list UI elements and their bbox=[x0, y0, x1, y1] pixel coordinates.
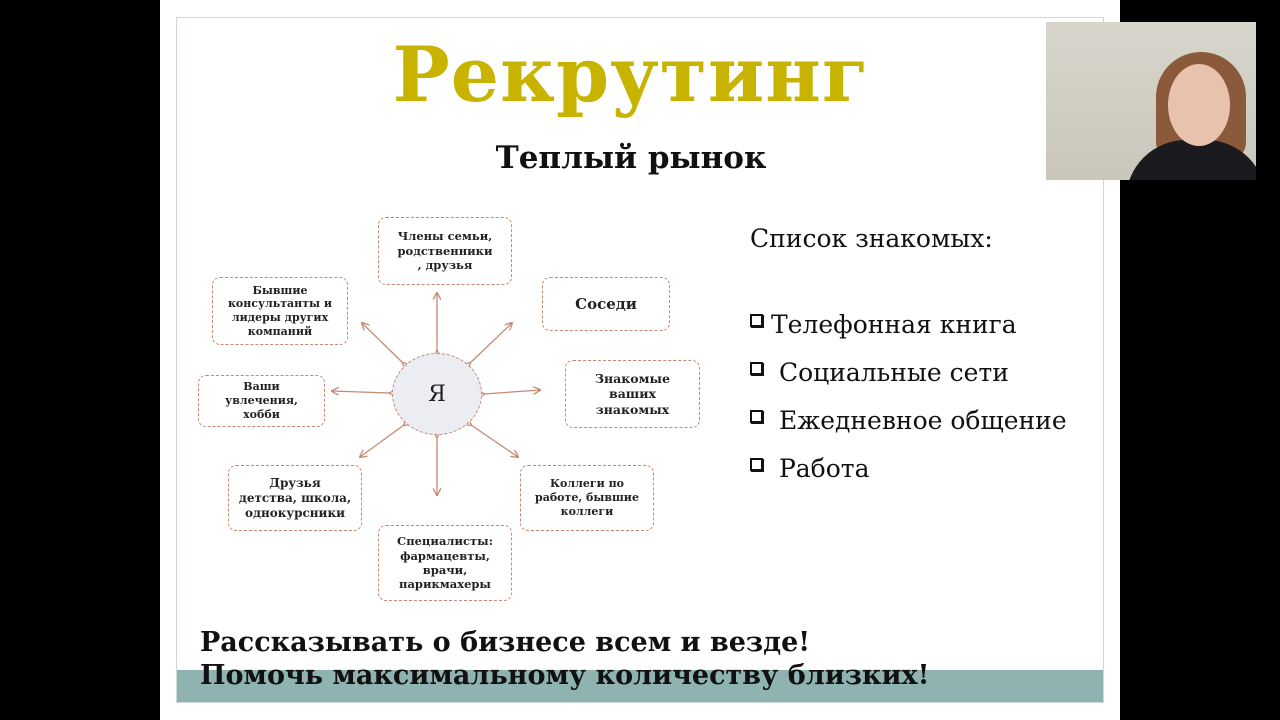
webcam-person-face bbox=[1168, 64, 1230, 146]
node-specialists: Специалисты: фармацевты, врачи, парикмах… bbox=[378, 525, 512, 601]
list-item: Ежедневное общение bbox=[750, 396, 1067, 444]
list-item-label: Ежедневное общение bbox=[771, 406, 1067, 435]
list-item: Телефонная книга bbox=[750, 300, 1067, 348]
slide-subtitle: Теплый рынок bbox=[176, 140, 1086, 176]
list-item: Работа bbox=[750, 444, 1067, 492]
bottom-line-2: Помочь максимальному количеству близких! bbox=[200, 660, 930, 691]
node-childhood-friends: Друзья детства, школа, однокурсники bbox=[228, 465, 362, 531]
list-item-label: Социальные сети bbox=[771, 358, 1009, 387]
list-item: Социальные сети bbox=[750, 348, 1067, 396]
checkbox-icon bbox=[750, 458, 763, 471]
arrow-colleagues bbox=[471, 425, 518, 457]
node-friends-of-friends: Знакомые ваших знакомых bbox=[565, 360, 700, 428]
contacts-list-title: Список знакомых: bbox=[750, 224, 993, 253]
webcam-overlay bbox=[1046, 22, 1256, 180]
node-former-consultants: Бывшие консультанты и лидеры других комп… bbox=[212, 277, 348, 345]
list-item-label: Телефонная книга bbox=[771, 310, 1017, 339]
warm-market-diagram: Я Члены семьи, родственники , друзья Сос… bbox=[190, 205, 720, 615]
checkbox-icon bbox=[750, 362, 763, 375]
arrow-childhood-friends bbox=[360, 425, 404, 457]
node-family: Члены семьи, родственники , друзья bbox=[378, 217, 512, 285]
arrow-friends-of-friends bbox=[484, 390, 540, 394]
node-colleagues: Коллеги по работе, бывшие коллеги bbox=[520, 465, 654, 531]
center-node-me: Я bbox=[392, 353, 482, 435]
node-hobbies: Ваши увлечения, хобби bbox=[198, 375, 325, 427]
arrow-hobbies bbox=[332, 391, 390, 393]
list-item-label: Работа bbox=[771, 454, 870, 483]
bottom-line-1: Рассказывать о бизнесе всем и везде! bbox=[200, 627, 810, 658]
arrow-former-consultants bbox=[362, 323, 403, 363]
checkbox-icon bbox=[750, 314, 763, 327]
slide-title: Рекрутинг bbox=[176, 30, 1086, 119]
node-neighbors: Соседи bbox=[542, 277, 670, 331]
checkbox-icon bbox=[750, 410, 763, 423]
contacts-list: Телефонная книга Социальные сети Ежеднев… bbox=[750, 300, 1067, 492]
arrow-neighbors bbox=[470, 323, 512, 363]
